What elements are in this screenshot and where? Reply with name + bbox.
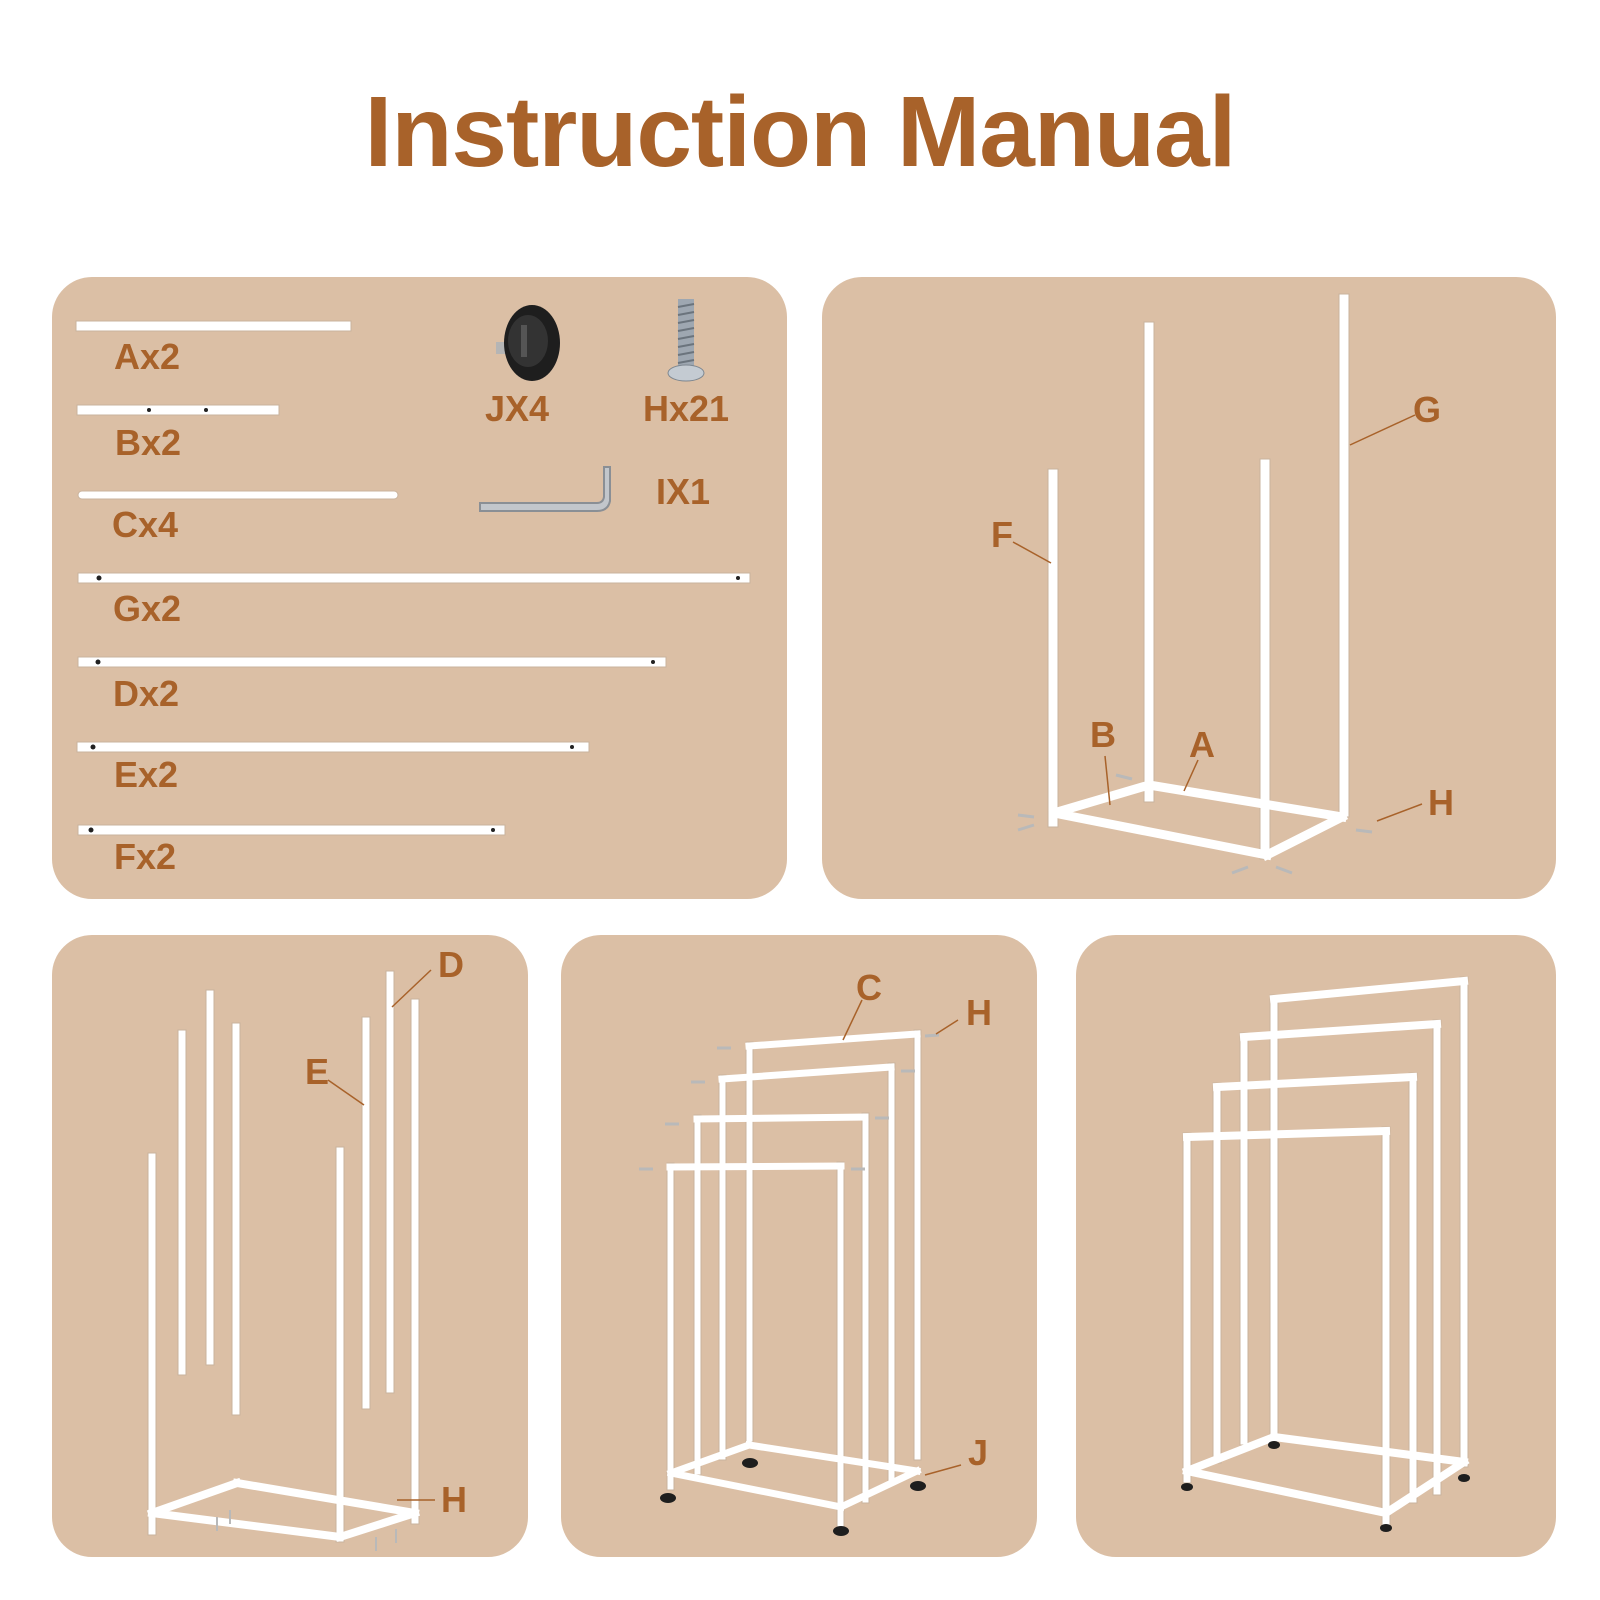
step2-illustration [146, 969, 435, 1551]
step1-panel: G F B A H [822, 277, 1556, 899]
part-e-label: Ex2 [114, 754, 179, 795]
tube-c [77, 490, 399, 500]
part-j-label: JX4 [485, 388, 550, 429]
part-f-label: Fx2 [114, 836, 177, 877]
step3-illustration [639, 999, 962, 1536]
tube-f [77, 824, 506, 836]
page-title: Instruction Manual [364, 76, 1237, 188]
part-d-label: Dx2 [113, 673, 180, 714]
step1-g-label: G [1413, 389, 1442, 430]
step1-f-label: F [991, 514, 1013, 555]
tube-e [76, 741, 590, 753]
tube-a [75, 320, 352, 332]
step2-h-label: H [441, 1479, 467, 1520]
part-i-label: IX1 [656, 471, 711, 512]
part-c-label: Cx4 [112, 504, 179, 545]
tube-g [77, 572, 751, 584]
step1-b-label: B [1090, 714, 1116, 755]
step3-panel: C H J [561, 935, 1037, 1557]
step1-h-label: H [1428, 782, 1454, 823]
finished-panel [1076, 935, 1556, 1557]
step2-panel: D E H [52, 935, 528, 1557]
step1-illustration [1012, 293, 1423, 875]
hex-key-icon [479, 466, 611, 512]
step2-e-label: E [305, 1051, 330, 1092]
tube-d [77, 656, 667, 668]
step1-a-label: A [1189, 724, 1215, 765]
part-a-label: Ax2 [114, 336, 181, 377]
tube-b [76, 404, 280, 416]
part-h-label: Hx21 [643, 388, 730, 429]
screw-icon [667, 299, 705, 382]
step2-d-label: D [438, 944, 464, 985]
step3-h-label: H [966, 992, 992, 1033]
parts-illustration [75, 299, 751, 836]
part-b-label: Bx2 [115, 422, 182, 463]
part-g-label: Gx2 [113, 588, 182, 629]
finished-illustration [1181, 976, 1470, 1532]
leveling-foot-icon [496, 305, 560, 381]
step3-c-label: C [856, 967, 882, 1008]
step3-j-label: J [968, 1432, 989, 1473]
parts-list-panel: Ax2 Bx2 Cx4 Gx2 Dx2 Ex2 Fx2 JX4 Hx21 IX1 [52, 277, 787, 899]
